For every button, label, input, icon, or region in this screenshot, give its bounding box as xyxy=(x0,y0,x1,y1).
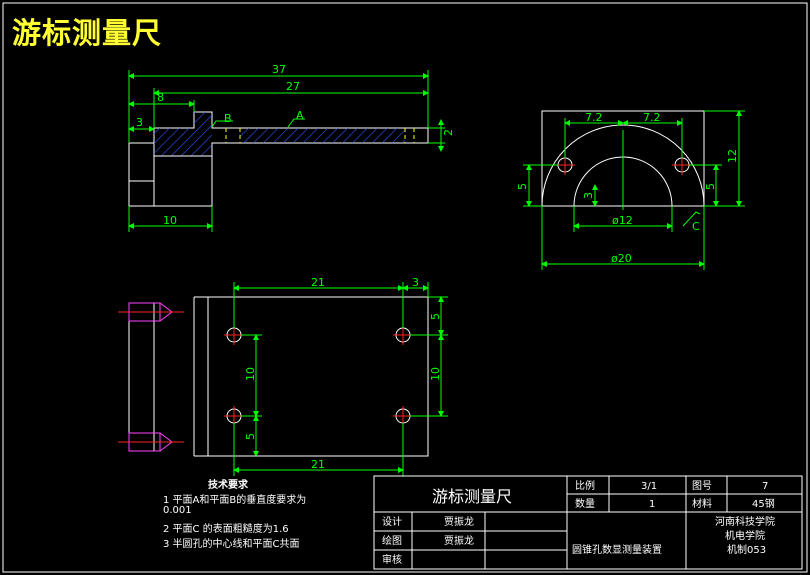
dim-height: 2 xyxy=(442,129,455,136)
dim-left-height: 5 xyxy=(516,183,529,190)
page-title: 游标测量尺 xyxy=(12,16,163,50)
tech-requirement-item: 0.001 xyxy=(163,505,192,516)
dim-top-length: 21 xyxy=(311,276,325,289)
dim-overall-height: 12 xyxy=(726,149,739,163)
dim-span-length: 27 xyxy=(286,80,300,93)
design-value: 贾振龙 xyxy=(444,515,474,528)
review-label: 审核 xyxy=(382,553,402,566)
bolt-top xyxy=(118,302,184,322)
college-name: 机电学院 xyxy=(725,529,765,542)
design-label: 设计 xyxy=(382,515,402,528)
tech-requirement-item: 3 半圆孔的中心线和平面C共面 xyxy=(163,539,300,550)
dim-left-edge: 5 xyxy=(244,433,257,440)
dim-step-length: 8 xyxy=(157,91,164,104)
dim-depth: 3 xyxy=(582,192,595,199)
drawing-no-value: 7 xyxy=(762,481,768,492)
dim-total-length: 37 xyxy=(272,63,286,76)
hatch-section xyxy=(240,128,405,143)
top-view-outline xyxy=(128,296,429,457)
school-name: 河南科技学院 xyxy=(715,515,775,528)
dim-inner-diameter: ø12 xyxy=(612,214,633,227)
dim-left-spacing: 10 xyxy=(244,367,257,381)
side-view: 7.2 7.2 5 5 12 3 ø12 ø20 C xyxy=(516,110,745,270)
datum-c-leader xyxy=(682,211,701,227)
datum-b-leader xyxy=(211,120,233,128)
class-name: 机制053 xyxy=(727,543,766,556)
datum-a-label: A xyxy=(296,109,304,122)
hatch-section xyxy=(154,128,194,156)
dim-right-height: 5 xyxy=(704,183,717,190)
draw-value: 贾振龙 xyxy=(444,534,474,547)
assembly-name: 圆锥孔数显测量装置 xyxy=(572,543,662,556)
dim-right-spacing: 10 xyxy=(429,367,442,381)
datum-a-leader xyxy=(287,118,305,128)
tech-requirement-item: 2 平面C 的表面粗糙度为1.6 xyxy=(163,524,289,535)
material-label: 材料 xyxy=(692,497,712,510)
top-view: 21 3 5 10 10 5 21 xyxy=(118,276,448,476)
title-block xyxy=(373,475,803,570)
part-name: 游标测量尺 xyxy=(432,487,512,506)
ratio-value: 3/1 xyxy=(641,481,657,492)
dim-base-length: 10 xyxy=(163,214,177,227)
dim-bottom-length: 21 xyxy=(311,458,325,471)
dim-left-half: 7.2 xyxy=(585,111,603,124)
front-view: 37 27 8 3 2 10 B A xyxy=(128,63,455,232)
qty-value: 1 xyxy=(649,499,655,510)
bolt-bottom xyxy=(118,432,184,452)
qty-label: 数量 xyxy=(575,497,595,510)
dim-top-offset: 3 xyxy=(412,276,419,289)
dim-right-half: 7.2 xyxy=(643,111,661,124)
dim-right-edge: 5 xyxy=(429,313,442,320)
dim-outer-diameter: ø20 xyxy=(611,252,632,265)
dim-offset: 3 xyxy=(136,116,143,129)
datum-c-label: C xyxy=(692,220,700,233)
datum-b-label: B xyxy=(224,112,232,125)
front-view-outline xyxy=(128,111,429,207)
tech-requirement-item: 1 平面A和平面B的垂直度要求为 xyxy=(163,495,307,506)
hatch-section xyxy=(194,112,212,156)
material-value: 45钢 xyxy=(752,497,775,510)
draw-label: 绘图 xyxy=(382,534,402,547)
ratio-label: 比例 xyxy=(575,479,595,492)
tech-requirements-title: 技术要求 xyxy=(208,480,248,491)
drawing-no-label: 图号 xyxy=(692,480,712,492)
